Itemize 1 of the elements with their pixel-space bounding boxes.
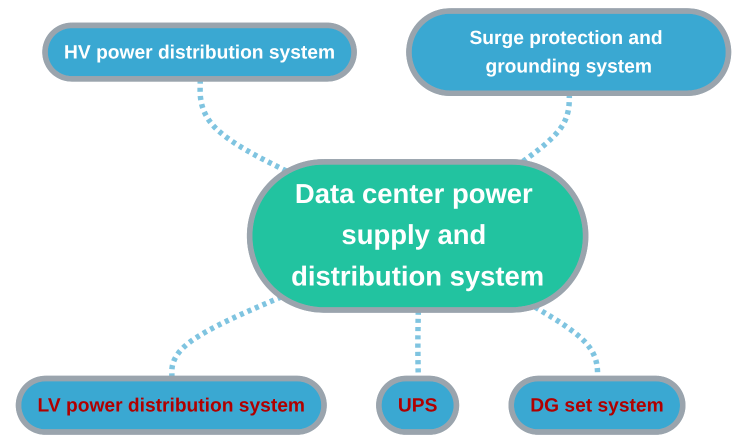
connector [197,80,290,174]
